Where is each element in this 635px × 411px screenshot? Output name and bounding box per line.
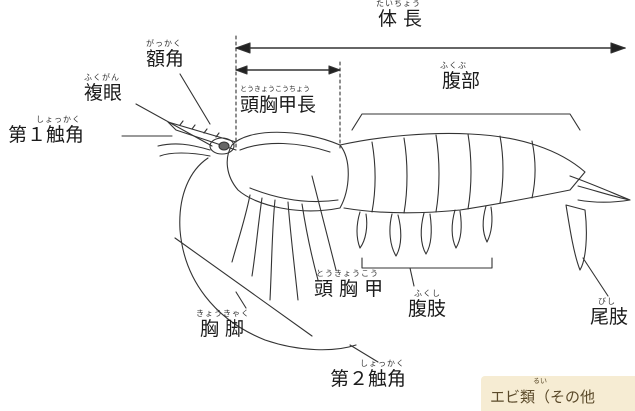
first-antenna-label: 第１触角 bbox=[8, 126, 84, 145]
abdomen-bracket bbox=[352, 114, 580, 130]
abdomen-label: 腹部 bbox=[442, 72, 480, 91]
pleopods-ruby: ふくし bbox=[414, 290, 441, 298]
cephalothorax-leader bbox=[312, 176, 336, 270]
first-antenna-ruby: しょっかく bbox=[36, 116, 81, 124]
carapace-length-label: 頭胸甲長 bbox=[240, 96, 316, 115]
body-length-label: 体 長 bbox=[378, 10, 422, 29]
rostrum-leader bbox=[180, 74, 210, 124]
eye-leader bbox=[136, 104, 212, 146]
caption-ruby: るい bbox=[533, 376, 547, 386]
pereiopods-ruby: きょうきゃく bbox=[196, 310, 250, 318]
carapace-length-ruby: とうきょうこうちょう bbox=[240, 86, 310, 93]
pereiopod-label-line bbox=[236, 292, 246, 308]
second-antenna-label: 第２触角 bbox=[330, 370, 406, 389]
section-caption: るい エビ類（その他 bbox=[481, 376, 635, 411]
uropods-label: 尾肢 bbox=[590, 308, 628, 327]
pleopod-leader bbox=[410, 268, 414, 286]
pereiopods-label: 胸 脚 bbox=[200, 320, 244, 339]
uropods-ruby: びし bbox=[598, 298, 616, 306]
cephalothorax-label: 頭 胸 甲 bbox=[314, 280, 383, 299]
compound-eye-ruby: ふくがん bbox=[84, 74, 120, 82]
second-antenna-ruby: しょっかく bbox=[360, 360, 405, 368]
abdomen-ruby: ふくぶ bbox=[440, 62, 467, 70]
rostrum-ruby: がっかく bbox=[146, 40, 182, 48]
pleopod-bracket bbox=[362, 258, 492, 268]
pleopods-label: 腹肢 bbox=[408, 300, 446, 319]
rostrum-label: 額角 bbox=[146, 50, 184, 69]
caption-text: エビ類（その他 bbox=[490, 386, 595, 407]
cephalothorax-ruby: とうきょうこう bbox=[316, 270, 379, 278]
compound-eye-label: 複眼 bbox=[84, 84, 122, 103]
body-length-ruby: たいちょう bbox=[376, 0, 421, 8]
uropod-leader bbox=[583, 258, 608, 296]
